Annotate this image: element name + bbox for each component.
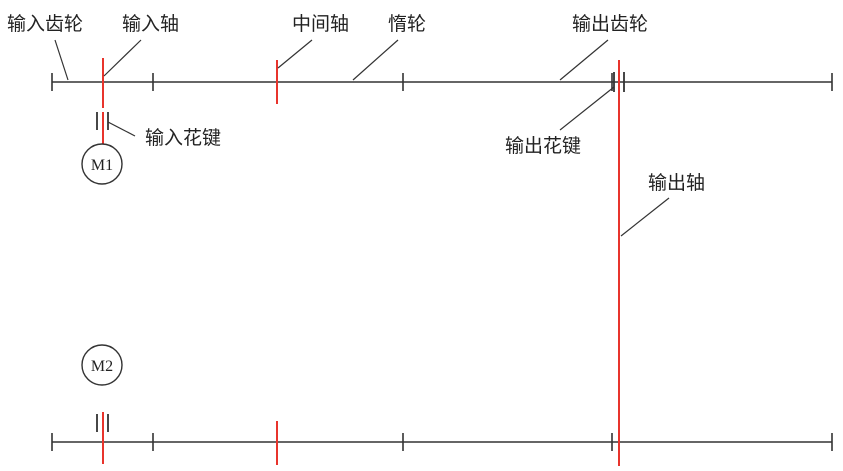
leader-intermediate-shaft <box>277 39 313 69</box>
label-input-shaft: 输入轴 <box>122 13 179 35</box>
motor-m2-circle <box>81 344 123 386</box>
splines <box>96 72 625 432</box>
label-output-spline: 输出花键 <box>505 135 581 157</box>
label-input-spline: 输入花键 <box>145 127 221 149</box>
label-output-shaft: 输出轴 <box>648 172 705 194</box>
labels: 输入齿轮 输入轴 中间轴 惰轮 输出齿轮 输入花键 输出花键 输出轴 <box>7 13 705 194</box>
leader-input-gear <box>54 39 69 81</box>
label-input-gear: 输入齿轮 <box>7 13 83 35</box>
motor-m2: M2 <box>81 344 123 386</box>
motor-m1-circle <box>81 143 123 185</box>
leader-idler-gear <box>352 39 399 81</box>
leader-output-shaft <box>620 197 670 237</box>
label-idler-gear: 惰轮 <box>388 13 426 35</box>
label-intermediate-shaft: 中间轴 <box>292 13 349 35</box>
leader-output-spline <box>559 86 615 131</box>
motor-m2-label: M2 <box>91 358 113 375</box>
leader-output-gear <box>559 39 609 81</box>
motor-m1-label: M1 <box>91 157 113 174</box>
motor-m1: M1 <box>81 143 123 185</box>
bottom-rail <box>51 433 833 451</box>
leader-input-spline <box>107 121 136 137</box>
top-rail <box>51 73 833 91</box>
label-output-gear: 输出齿轮 <box>572 13 648 35</box>
shafts <box>102 58 620 466</box>
leader-input-shaft <box>103 39 142 77</box>
leader-lines <box>54 39 670 237</box>
